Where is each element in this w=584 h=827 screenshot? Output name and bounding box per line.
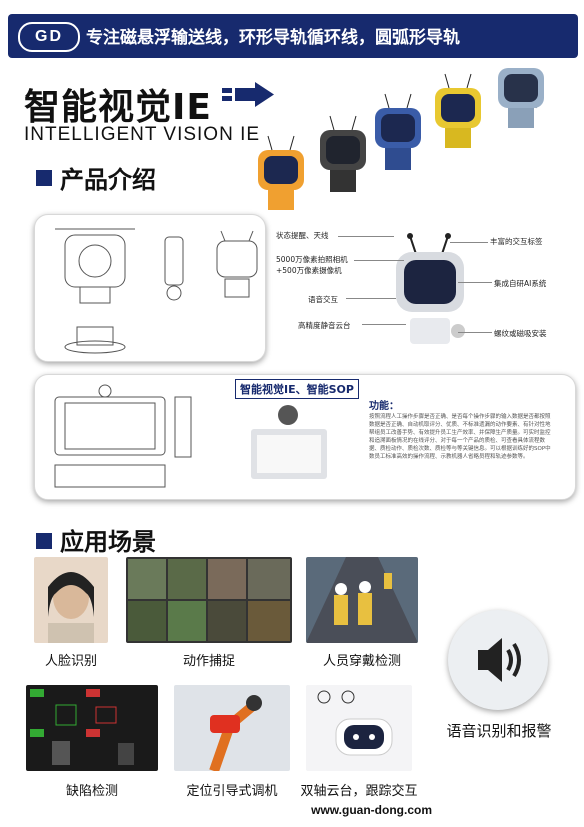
app-caption-ppe: 人员穿戴检测 (322, 654, 401, 669)
company-logo: GD (18, 22, 80, 52)
sop-badge: 智能视觉IE、智能SOP (235, 379, 359, 399)
page-title: 智能视觉IE (24, 87, 212, 128)
robot-lineup-illustration (258, 68, 544, 210)
gimbal-tracking-image (306, 685, 412, 771)
callout-line (346, 298, 396, 299)
app-caption-voice: 语音识别和报警 (446, 722, 552, 740)
defect-detection-image (26, 685, 158, 771)
app-caption-motion: 动作捕捉 (182, 654, 235, 669)
callout-status: 状态提醒、天线 (276, 231, 329, 240)
callout-line (362, 324, 406, 325)
callout-line (458, 282, 492, 283)
sop-screen-image (251, 405, 327, 479)
website-url[interactable]: www.guan-dong.com (311, 803, 432, 817)
function-title: 功能： (369, 401, 399, 412)
ppe-detection-image (306, 557, 418, 643)
callout-voice: 语音交互 (308, 295, 338, 304)
callout-line (458, 332, 492, 333)
app-caption-face: 人脸识别 (44, 654, 97, 669)
section-title-intro: 产品介绍 (60, 166, 156, 194)
callout-line (354, 260, 404, 261)
callout-mount: 螺纹或磁吸安装 (494, 329, 547, 338)
function-description: 按照流程人工操作步骤是否正确、是否每个操作步骤的输入数据是否都按照数据是否正确、… (369, 414, 551, 460)
positioning-guide-image (174, 685, 290, 771)
callout-gimbal: 高精度静音云台 (298, 321, 351, 330)
callout-line (338, 236, 394, 237)
banner-tagline: 专注磁悬浮输送线，环形导轨循环线，圆弧形导轨 (86, 28, 460, 48)
feature-callout-area: 状态提醒、天线 5000万像素拍照相机 +500万像素摄像机 语音交互 高精度静… (274, 216, 574, 362)
section-marker (36, 170, 52, 186)
app-caption-gimbal: 双轴云台，跟踪交互 (300, 784, 418, 799)
callout-camera: 5000万像素拍照相机 +500万像素摄像机 (276, 255, 348, 275)
callout-line (450, 242, 488, 243)
section-marker (36, 533, 52, 549)
header-banner (8, 14, 578, 58)
app-caption-defect: 缺陷检测 (65, 784, 118, 799)
sop-panel: 智能视觉IE、智能SOP 功能： 按照流程人工操作步骤是否正确、是否每个操作步骤… (34, 374, 576, 500)
sop-technical-drawing (54, 384, 192, 488)
page-subtitle: INTELLIGENT VISION IE (24, 124, 261, 145)
callout-tags: 丰富的交互标签 (490, 237, 543, 246)
robot-product-image (396, 233, 465, 344)
callout-ai: 集成自研AI系统 (494, 279, 547, 288)
technical-drawing (55, 228, 258, 354)
app-caption-positioning: 定位引导式调机 (186, 784, 278, 799)
robot-orange (258, 89, 541, 210)
drawing-panel (34, 214, 266, 362)
motion-capture-image (126, 557, 292, 643)
face-recognition-image (34, 557, 108, 643)
speaker-icon (448, 610, 548, 710)
section-title-application: 应用场景 (60, 528, 156, 556)
arrow-icon (222, 82, 274, 107)
